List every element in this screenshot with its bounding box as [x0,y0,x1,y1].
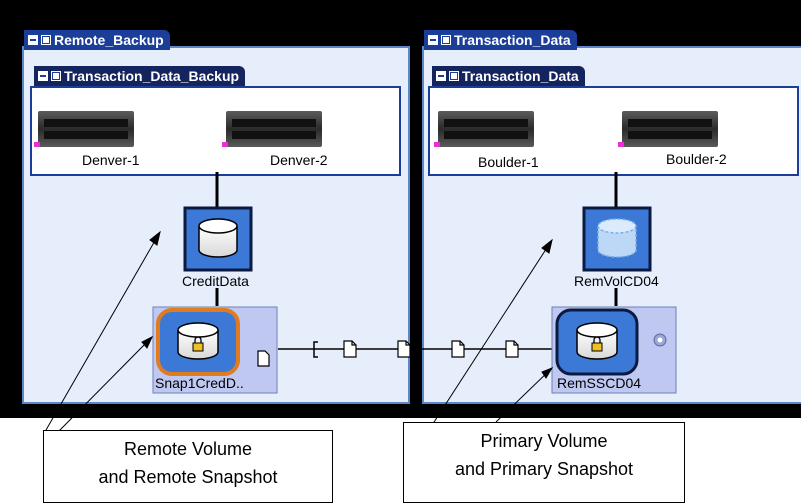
server-label: Boulder-1 [478,154,539,170]
collapse-icon[interactable] [436,71,446,81]
select-icon[interactable] [441,35,451,45]
snapshot-icon [152,306,677,394]
server-icon [34,111,718,147]
callout-arrows [45,230,554,437]
server-label: Denver-2 [270,152,328,168]
collapse-icon[interactable] [38,71,48,81]
callout-line: Primary Volume [480,431,608,451]
transaction-data-tab[interactable]: Transaction_Data [424,30,577,50]
link-bracket [313,341,318,358]
transaction-data-subgroup-title: Transaction_Data [462,68,579,84]
volume-icon [183,206,652,272]
callout-line: Remote Volume [123,439,253,459]
doc-icon [343,340,519,358]
select-icon[interactable] [51,71,61,81]
callout-line: and Primary Snapshot [454,459,634,479]
select-icon[interactable] [41,35,51,45]
remote-callout: Remote Volume and Remote Snapshot [43,430,333,503]
collapse-icon[interactable] [428,35,438,45]
snapshot-label: Snap1CredD.. [155,375,244,391]
transaction-data-title: Transaction_Data [454,32,571,48]
server-label: Boulder-2 [666,151,727,167]
volume-label: RemVolCD04 [574,273,659,289]
callout-line: and Remote Snapshot [98,467,278,487]
server-label: Denver-1 [82,152,140,168]
select-icon[interactable] [449,71,459,81]
transaction-data-backup-tab[interactable]: Transaction_Data_Backup [34,66,246,86]
volume-label: CreditData [182,273,249,289]
left-host-group [30,86,401,176]
remote-backup-title: Remote_Backup [54,32,164,48]
transaction-data-subgroup-tab[interactable]: Transaction_Data [432,66,585,86]
collapse-icon[interactable] [28,35,38,45]
snapshot-label: RemSSCD04 [557,375,642,391]
remote-backup-tab[interactable]: Remote_Backup [24,30,170,50]
primary-callout: Primary Volume and Primary Snapshot [403,422,685,503]
transaction-data-backup-title: Transaction_Data_Backup [64,68,240,84]
